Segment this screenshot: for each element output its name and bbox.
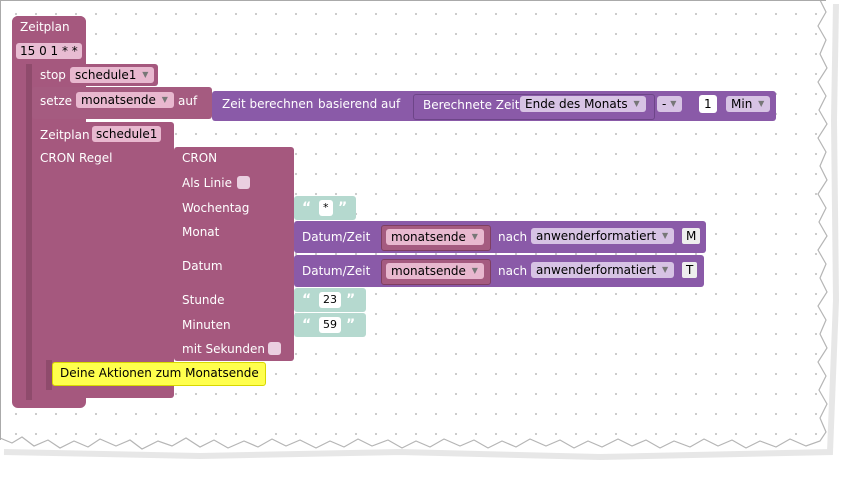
quote-close-icon: ” — [346, 317, 356, 333]
with-seconds-checkbox[interactable] — [268, 342, 281, 355]
date-time-month-label: Datum/Zeit — [302, 230, 371, 244]
chevron-down-icon: ▼ — [471, 266, 478, 275]
date-time-month-letter[interactable]: M — [682, 228, 701, 244]
blockly-workspace[interactable]: Zeitplan 15 0 1 * * stop schedule1 ▼ set… — [0, 0, 830, 450]
date-time-month-variable-dropdown[interactable]: monatsende ▼ — [386, 229, 484, 245]
stop-schedule-value: schedule1 — [75, 68, 137, 82]
cron-as-line-label: Als Linie — [182, 176, 232, 190]
date-time-day-label: Datum/Zeit — [302, 264, 371, 278]
unit-dropdown[interactable]: Min ▼ — [726, 96, 771, 112]
calculated-time-label: Berechnete Zeit — [423, 98, 520, 112]
date-time-day-variable-dropdown[interactable]: monatsende ▼ — [386, 263, 484, 279]
date-time-day-to: nach — [498, 264, 528, 278]
cron-title: CRON — [182, 151, 218, 165]
time-calc-based-on: basierend auf — [318, 97, 401, 111]
date-time-month-format-value: anwenderformatiert — [536, 229, 657, 243]
schedule-inner-label: Zeitplan — [40, 128, 90, 142]
set-label: setze — [40, 94, 73, 108]
as-line-checkbox[interactable] — [237, 176, 250, 189]
chevron-down-icon: ▼ — [758, 99, 765, 108]
stop-label: stop — [40, 68, 66, 82]
chevron-down-icon: ▼ — [661, 265, 669, 274]
date-time-month-variable-value: monatsende — [391, 230, 466, 244]
unit-value: Min — [731, 97, 753, 111]
cron-rule-label: CRON Regel — [40, 151, 113, 165]
cron-month-label: Monat — [182, 225, 220, 239]
cron-with-seconds-label: mit Sekunden — [182, 342, 265, 356]
minutes-text-value[interactable]: 59 — [319, 317, 341, 333]
date-time-month-format-dropdown[interactable]: anwenderformatiert ▼ — [531, 228, 675, 244]
chevron-down-icon: ▼ — [142, 70, 149, 79]
chevron-down-icon: ▼ — [471, 232, 478, 241]
quote-open-icon: “ — [302, 317, 312, 333]
hour-text-value[interactable]: 23 — [319, 292, 341, 308]
date-time-day-variable-value: monatsende — [391, 264, 466, 278]
cron-minutes-label: Minuten — [182, 318, 231, 332]
time-calc-label: Zeit berechnen — [222, 97, 314, 111]
operator-dropdown[interactable]: - ▼ — [657, 96, 683, 112]
stop-schedule-dropdown[interactable]: schedule1 ▼ — [70, 67, 155, 83]
quote-close-icon: ” — [346, 292, 356, 308]
calculated-time-value: Ende des Monats — [525, 97, 628, 111]
quote-close-icon: ” — [338, 200, 348, 216]
chevron-down-icon: ▼ — [661, 231, 669, 240]
schedule-inner-name-field[interactable]: schedule1 — [92, 126, 162, 142]
chevron-down-icon: ▼ — [633, 99, 640, 108]
schedule-title: Zeitplan — [20, 20, 70, 34]
schedule-inner-name-value: schedule1 — [96, 127, 158, 141]
date-time-day-letter[interactable]: T — [682, 262, 698, 278]
date-time-month-to: nach — [498, 230, 528, 244]
quote-open-icon: “ — [302, 200, 312, 216]
chevron-down-icon: ▼ — [161, 95, 168, 104]
set-variable-dropdown[interactable]: monatsende ▼ — [76, 92, 174, 108]
cron-date-label: Datum — [182, 259, 223, 273]
cron-weekday-label: Wochentag — [182, 201, 250, 215]
cron-hour-label: Stunde — [182, 293, 225, 307]
amount-input[interactable]: 1 — [699, 95, 717, 113]
schedule-cron-field[interactable]: 15 0 1 * * — [16, 43, 82, 59]
operator-value: - — [662, 97, 667, 111]
weekday-text-value[interactable]: * — [319, 200, 333, 216]
set-variable-value: monatsende — [81, 93, 156, 107]
quote-open-icon: “ — [302, 292, 312, 308]
date-time-day-format-dropdown[interactable]: anwenderformatiert ▼ — [531, 262, 675, 278]
date-time-day-format-value: anwenderformatiert — [536, 263, 657, 277]
chevron-down-icon: ▼ — [670, 99, 677, 108]
calculated-time-dropdown[interactable]: Ende des Monats ▼ — [520, 96, 646, 112]
set-suffix: auf — [178, 94, 198, 108]
comment-text: Deine Aktionen zum Monatsende — [60, 366, 259, 380]
schedule-cron-value: 15 0 1 * * — [20, 44, 78, 58]
